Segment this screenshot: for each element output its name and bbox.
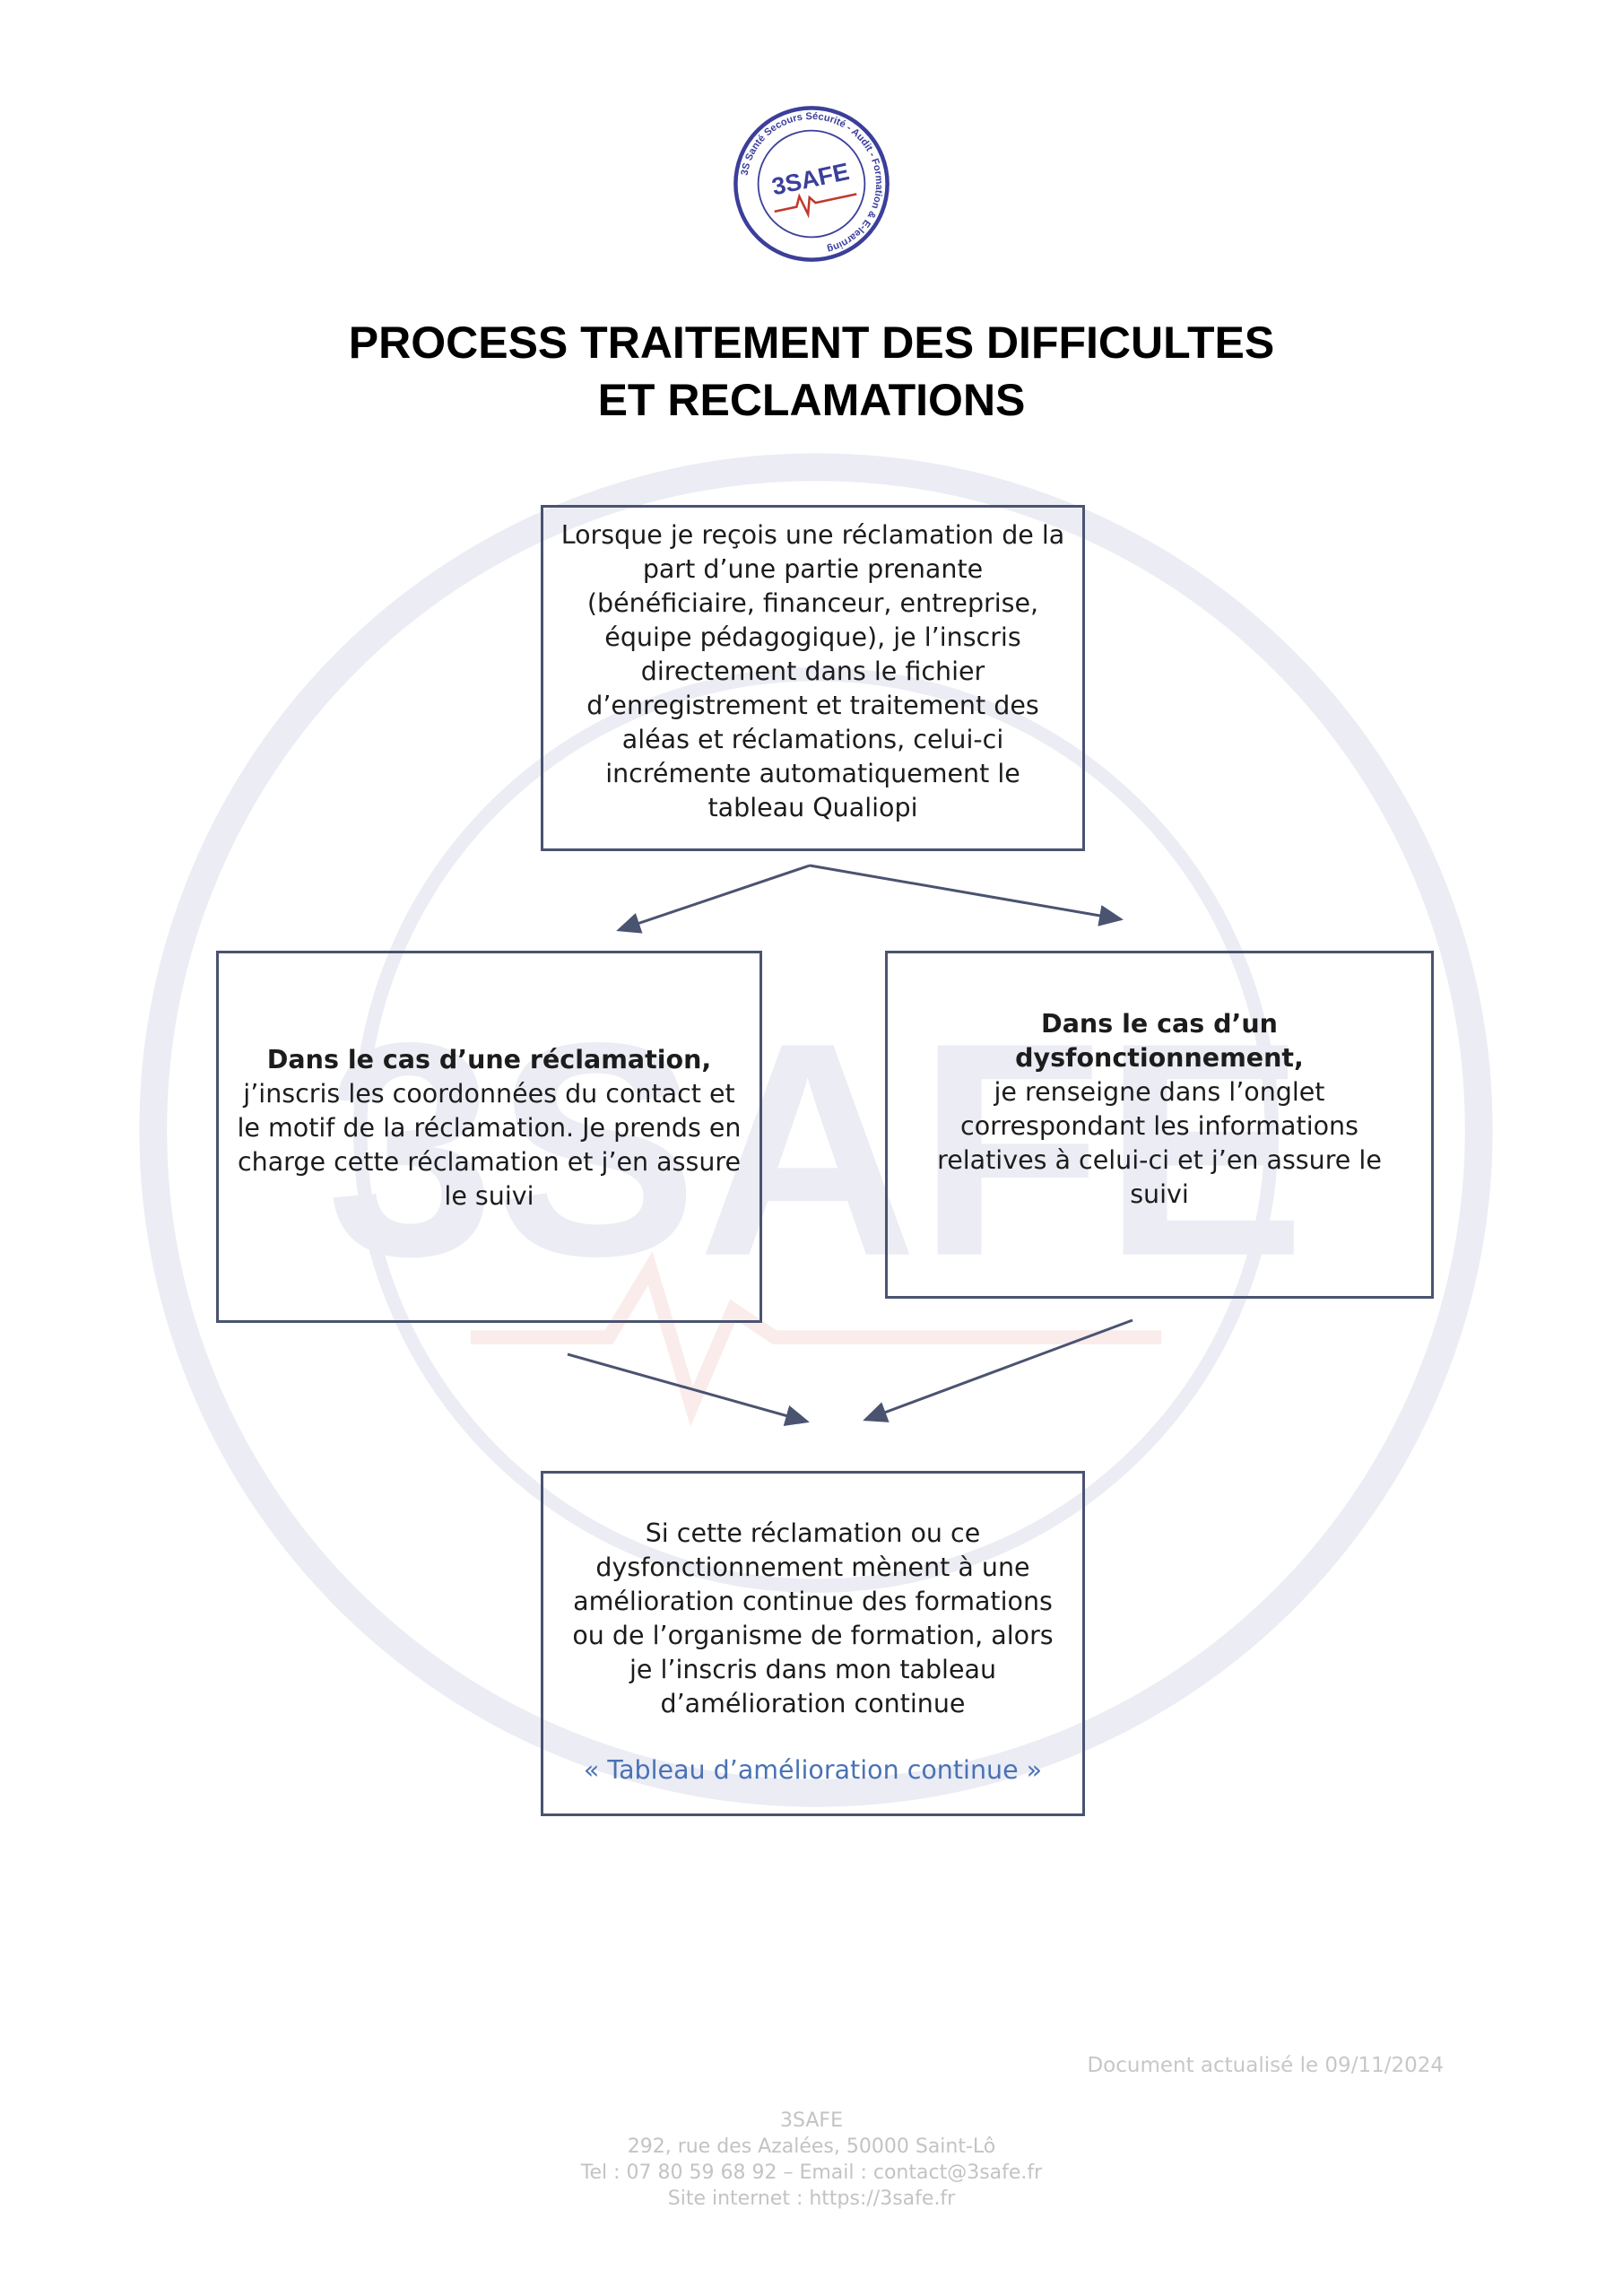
title-line-2: ET RECLAMATIONS (597, 375, 1026, 425)
update-date: Document actualisé le 09/11/2024 (1087, 2054, 1444, 2077)
box-dysfonctionnement-heading: Dans le cas d’un dysfonctionnement, (1015, 1009, 1304, 1073)
arrow-left-to-bottom (567, 1352, 810, 1427)
box-reclamation-heading: Dans le cas d’une réclamation, (266, 1045, 712, 1074)
company-logo: 3S Santé Secours Sécurité - Audit - Form… (733, 106, 890, 262)
box-reclamation: Dans le cas d’une réclamation, j’inscris… (216, 951, 762, 1323)
box-dysfonctionnement: Dans le cas d’un dysfonctionnement, je r… (885, 951, 1434, 1299)
box-amelioration: Si cette réclamation ou ce dysfonctionne… (541, 1471, 1085, 1816)
title-line-1: PROCESS TRAITEMENT DES DIFFICULTES (348, 317, 1275, 368)
box-reclamation-text: j’inscris les coordonnées du contact et … (237, 1079, 742, 1211)
arrow-right-to-bottom (863, 1318, 1133, 1422)
box-reception-text: Lorsque je reçois une réclamation de la … (560, 520, 1065, 822)
arrow-top-to-right (809, 864, 1124, 926)
footer-address: 292, rue des Azalées, 50000 Saint-Lô (627, 2135, 996, 2158)
box-dysfonctionnement-text: je renseigne dans l’onglet correspondant… (937, 1077, 1382, 1209)
tableau-amelioration-link[interactable]: « Tableau d’amélioration continue » (583, 1755, 1043, 1785)
box-reception: Lorsque je reçois une réclamation de la … (541, 505, 1085, 851)
footer-company: 3SAFE (780, 2109, 843, 2132)
box-amelioration-text: Si cette réclamation ou ce dysfonctionne… (572, 1518, 1054, 1718)
arrow-top-to-left (616, 864, 811, 934)
page-title: PROCESS TRAITEMENT DES DIFFICULTES ET RE… (273, 314, 1350, 429)
footer: 3SAFE 292, rue des Azalées, 50000 Saint-… (363, 2108, 1260, 2212)
footer-contact: Tel : 07 80 59 68 92 – Email : contact@3… (580, 2161, 1043, 2184)
footer-website: Site internet : https://3safe.fr (667, 2187, 956, 2210)
